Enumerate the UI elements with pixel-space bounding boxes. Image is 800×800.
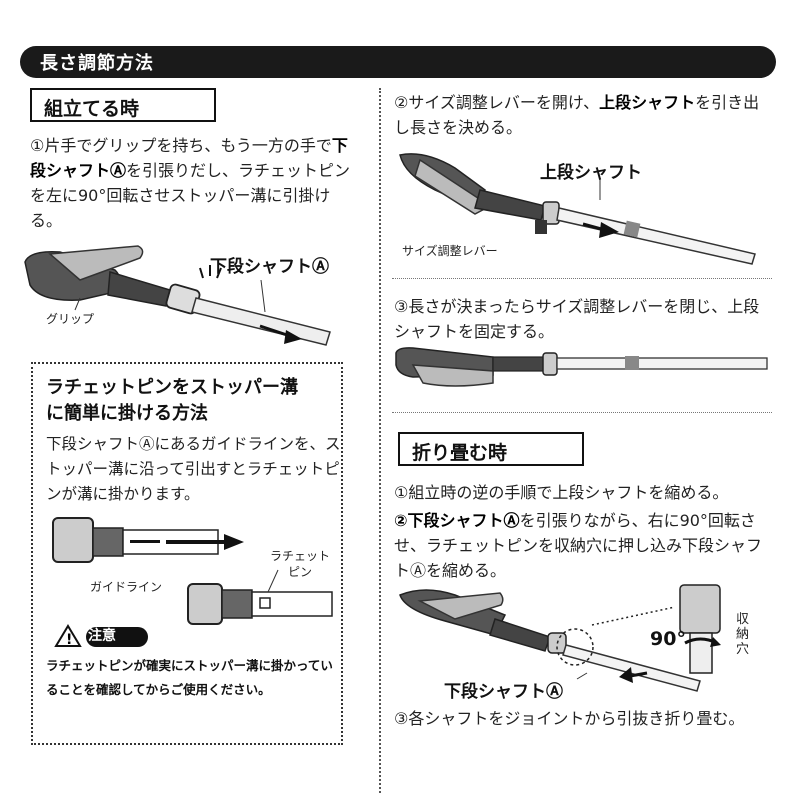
header-bar bbox=[20, 46, 776, 78]
assemble-shaft-label: 下段シャフトⒶ bbox=[210, 257, 329, 277]
fold-heading-box: 折り畳む時 bbox=[398, 432, 584, 466]
svg-text:!: ! bbox=[66, 632, 72, 648]
pole-illustration-adjust bbox=[399, 153, 756, 265]
fold-step3: ③各シャフトをジョイントから引抜き折り畳む。 bbox=[394, 709, 745, 728]
assemble-heading-box: 組立てる時 bbox=[30, 88, 216, 122]
assemble-step1-text2: を引張りだし、ラチェットピンを左に90°回転させストッパー溝に引掛ける。 bbox=[30, 161, 351, 230]
adjust-step2-bold: 上段シャフト bbox=[599, 93, 696, 112]
assemble-heading: 組立てる時 bbox=[44, 98, 140, 120]
pole-illustration-fold bbox=[399, 584, 721, 692]
ratchet-pin-label: ラチェット ピン bbox=[270, 548, 330, 580]
pole-illustration-assemble bbox=[24, 245, 331, 346]
page-title: 長さ調節方法 bbox=[40, 53, 154, 74]
fold-shaft-label: 下段シャフトⒶ bbox=[444, 682, 563, 702]
adjust-step3: ③長さが決まったらサイズ調整レバーを閉じ、上段シャフトを固定する。 bbox=[394, 297, 760, 341]
fold-heading: 折り畳む時 bbox=[412, 442, 508, 464]
assemble-step1-bold: 下段シャフトⒶ bbox=[30, 136, 348, 180]
fold-step2-text: を引張りながら、右に90°回転させ、ラチェットピンを収納穴に押し込み下段シャフト… bbox=[394, 511, 763, 580]
fold-step2: ②下段シャフトⒶを引張りながら、右に90°回転させ、ラチェットピンを収納穴に押し… bbox=[394, 508, 774, 583]
grip-label: グリップ bbox=[46, 312, 95, 326]
ratchet-label-line2: ピン bbox=[288, 565, 313, 579]
tip-box bbox=[31, 362, 343, 745]
tip-body: 下段シャフトⒶにあるガイドラインを、ストッパー溝に沿って引出すとラチェットピンが… bbox=[46, 435, 341, 503]
notice-label: 注意 bbox=[88, 628, 116, 644]
storage-hole-label: 収納穴 bbox=[736, 612, 750, 657]
separator-2 bbox=[392, 412, 772, 413]
separator-1 bbox=[392, 278, 772, 279]
warning-icon bbox=[54, 624, 82, 647]
guideline-label: ガイドライン bbox=[90, 580, 163, 594]
upper-shaft-label: 上段シャフト bbox=[540, 163, 642, 183]
adjust-step2: ②サイズ調整レバーを開け、上段シャフトを引き出し長さを決める。 bbox=[394, 90, 774, 140]
assemble-step1-text: ①片手でグリップを持ち、もう一方の手で bbox=[30, 136, 332, 155]
column-divider bbox=[379, 88, 381, 793]
notice-badge: ! bbox=[54, 624, 148, 648]
tip-illustration bbox=[52, 517, 333, 625]
ratchet-label-line1: ラチェット bbox=[270, 549, 331, 563]
tip-title-line2: に簡単に掛ける方法 bbox=[46, 403, 208, 424]
tip-title: ラチェットピンをストッパー溝 に簡単に掛ける方法 bbox=[46, 375, 346, 427]
assemble-step1: ①片手でグリップを持ち、もう一方の手で下段シャフトⒶを引張りだし、ラチェットピン… bbox=[30, 133, 360, 233]
angle-label: 90° bbox=[650, 628, 686, 650]
fold-step2-bold: ②下段シャフトⒶ bbox=[394, 511, 520, 530]
size-lever-label: サイズ調整レバー bbox=[402, 244, 498, 258]
tip-title-line1: ラチェットピンをストッパー溝 bbox=[46, 377, 298, 398]
adjust-step2-text: ②サイズ調整レバーを開け、 bbox=[394, 93, 600, 112]
adjust-step2-text2: を引き出し長さを決める。 bbox=[394, 93, 760, 137]
notice-text: ラチェットピンが確実にストッパー溝に掛かっていることを確認してからご使用ください… bbox=[46, 658, 333, 697]
pole-illustration-fixed bbox=[395, 347, 768, 387]
fold-step1: ①組立時の逆の手順で上段シャフトを縮める。 bbox=[394, 483, 729, 502]
